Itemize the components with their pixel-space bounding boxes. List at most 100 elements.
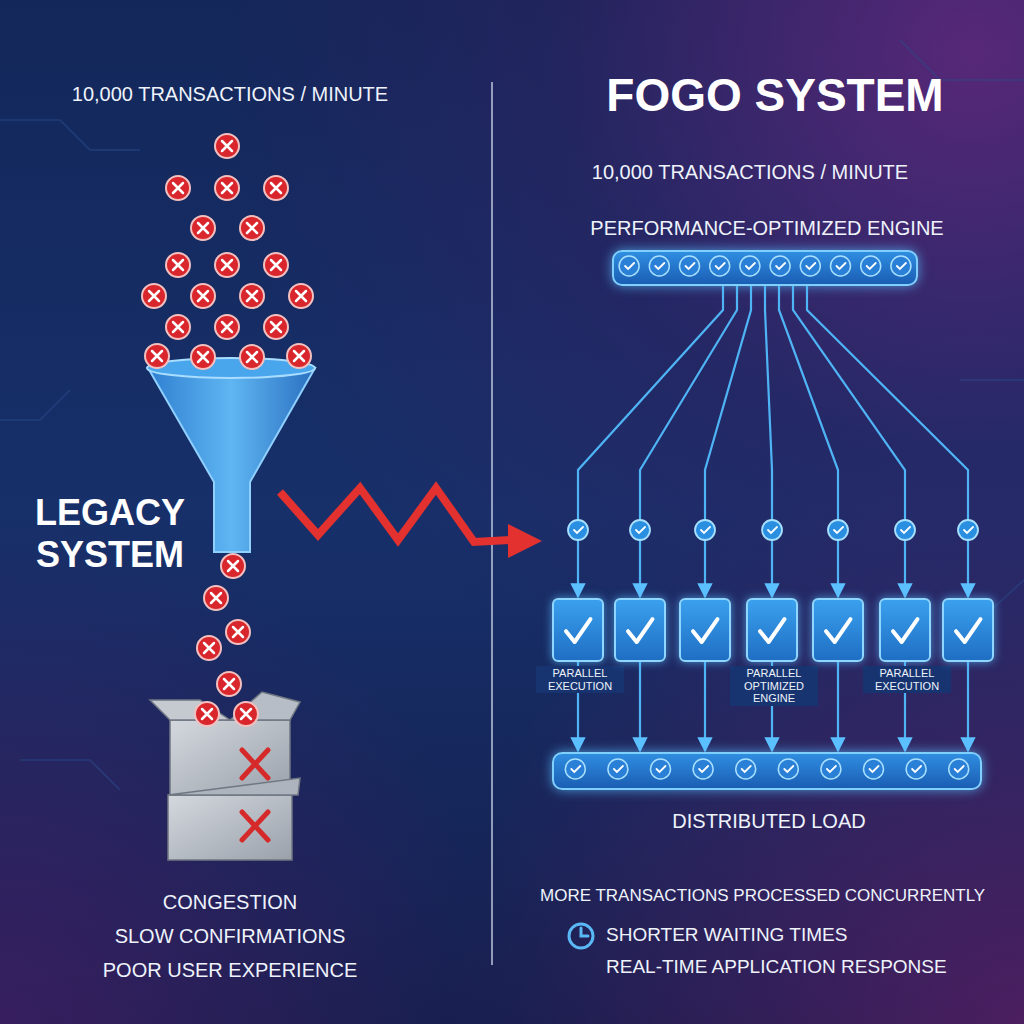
- check-mark: [867, 263, 876, 269]
- check-circle: [800, 256, 820, 276]
- load-line: [967, 662, 969, 751]
- failed-transaction: [287, 344, 311, 368]
- failed-transaction: [145, 344, 169, 368]
- load-line: [704, 662, 706, 751]
- failed-transaction: [166, 315, 190, 339]
- failed-transaction: [166, 253, 190, 277]
- connector-arrow: [765, 286, 772, 597]
- check-mark: [834, 527, 843, 533]
- x-mark: [222, 183, 232, 193]
- process-box: PARALLEL EXECUTION: [552, 598, 604, 662]
- x-mark: [271, 322, 281, 332]
- check-mark: [870, 766, 879, 772]
- text-label: LEGACY SYSTEM: [18, 492, 202, 577]
- x-mark: [198, 291, 208, 301]
- x-mark: [271, 260, 281, 270]
- check-row: [614, 252, 916, 284]
- check-mark: [686, 263, 695, 269]
- fan-line: [640, 286, 737, 597]
- check-mark: [827, 766, 836, 772]
- text-label: MORE TRANSACTIONS PROCESSED CONCURRENTLY: [540, 886, 1018, 906]
- failed-transaction: [264, 176, 288, 200]
- x-mark: [241, 709, 251, 719]
- check-mark: [699, 766, 708, 772]
- process-box: [614, 598, 666, 662]
- failed-transaction: [264, 315, 288, 339]
- x-mark: [233, 627, 243, 637]
- x-mark: [222, 260, 232, 270]
- process-box: [942, 598, 994, 662]
- check-mark: [566, 619, 590, 642]
- load-line: [639, 662, 641, 751]
- failed-transaction: [204, 586, 228, 610]
- failed-transaction: [221, 554, 245, 578]
- x-mark: [296, 291, 306, 301]
- check-row: [554, 754, 980, 788]
- fan-line: [807, 286, 968, 597]
- check-mark: [716, 263, 725, 269]
- failed-transaction: [191, 284, 215, 308]
- check-icon: [814, 600, 862, 660]
- failed-transaction: [217, 672, 241, 696]
- check-mark: [837, 263, 846, 269]
- node-heading: PERFORMANCE-OPTIMIZED ENGINE: [547, 217, 987, 240]
- x-mark: [173, 322, 183, 332]
- check-mark: [912, 766, 921, 772]
- zigzag-arrow: [280, 488, 542, 558]
- check-node: [828, 520, 848, 540]
- failed-transaction: [234, 702, 258, 726]
- text-label: REAL-TIME APPLICATION RESPONSE: [606, 956, 1016, 979]
- check-circle: [821, 759, 841, 779]
- clock-icon: [569, 924, 593, 948]
- check-circle: [906, 759, 926, 779]
- failed-transaction: [142, 284, 166, 308]
- check-mark: [760, 619, 784, 642]
- x-mark: [224, 679, 234, 689]
- check-mark: [768, 527, 777, 533]
- fan-line: [705, 286, 751, 597]
- check-mark: [826, 619, 850, 642]
- check-circle: [831, 256, 851, 276]
- check-icon: [881, 600, 929, 660]
- text-label: 10,000 TRANSACTIONS / MINUTE: [560, 160, 940, 184]
- x-mark: [222, 141, 232, 151]
- engine-bar: PERFORMANCE-OPTIMIZED ENGINE: [612, 250, 918, 286]
- check-mark: [784, 766, 793, 772]
- process-box: PARALLEL OPTIMIZED ENGINE: [746, 598, 798, 662]
- check-mark: [776, 263, 785, 269]
- box-caption: PARALLEL EXECUTION: [536, 666, 624, 693]
- load-bar: DISTRIBUTED LOAD: [552, 752, 982, 790]
- check-icon: [616, 600, 664, 660]
- check-circle: [861, 256, 881, 276]
- check-circle: [565, 759, 585, 779]
- check-circle: [608, 759, 628, 779]
- check-icon: [554, 600, 602, 660]
- check-circle: [680, 256, 700, 276]
- check-mark: [893, 619, 917, 642]
- x-mark: [228, 561, 238, 571]
- check-mark: [955, 766, 964, 772]
- check-mark: [742, 766, 751, 772]
- check-mark: [693, 619, 717, 642]
- text-label: SHORTER WAITING TIMES: [606, 924, 1006, 947]
- x-mark: [173, 183, 183, 193]
- check-node: [630, 520, 650, 540]
- x-mark: [247, 291, 257, 301]
- process-box: [679, 598, 731, 662]
- failed-transaction: [215, 134, 239, 158]
- text-label: CONGESTION: [60, 890, 400, 914]
- process-box: PARALLEL EXECUTION: [879, 598, 931, 662]
- check-circle: [778, 759, 798, 779]
- check-circle: [891, 256, 911, 276]
- process-box: [812, 598, 864, 662]
- failed-transaction: [195, 702, 219, 726]
- failed-transaction: [166, 176, 190, 200]
- failed-transaction: [240, 216, 264, 240]
- connector-arrow: [793, 286, 905, 597]
- load-line: [837, 662, 839, 751]
- check-node: [958, 520, 978, 540]
- x-mark: [152, 351, 162, 361]
- check-mark: [636, 527, 645, 533]
- check-circle: [770, 256, 790, 276]
- failed-transaction: [191, 345, 215, 369]
